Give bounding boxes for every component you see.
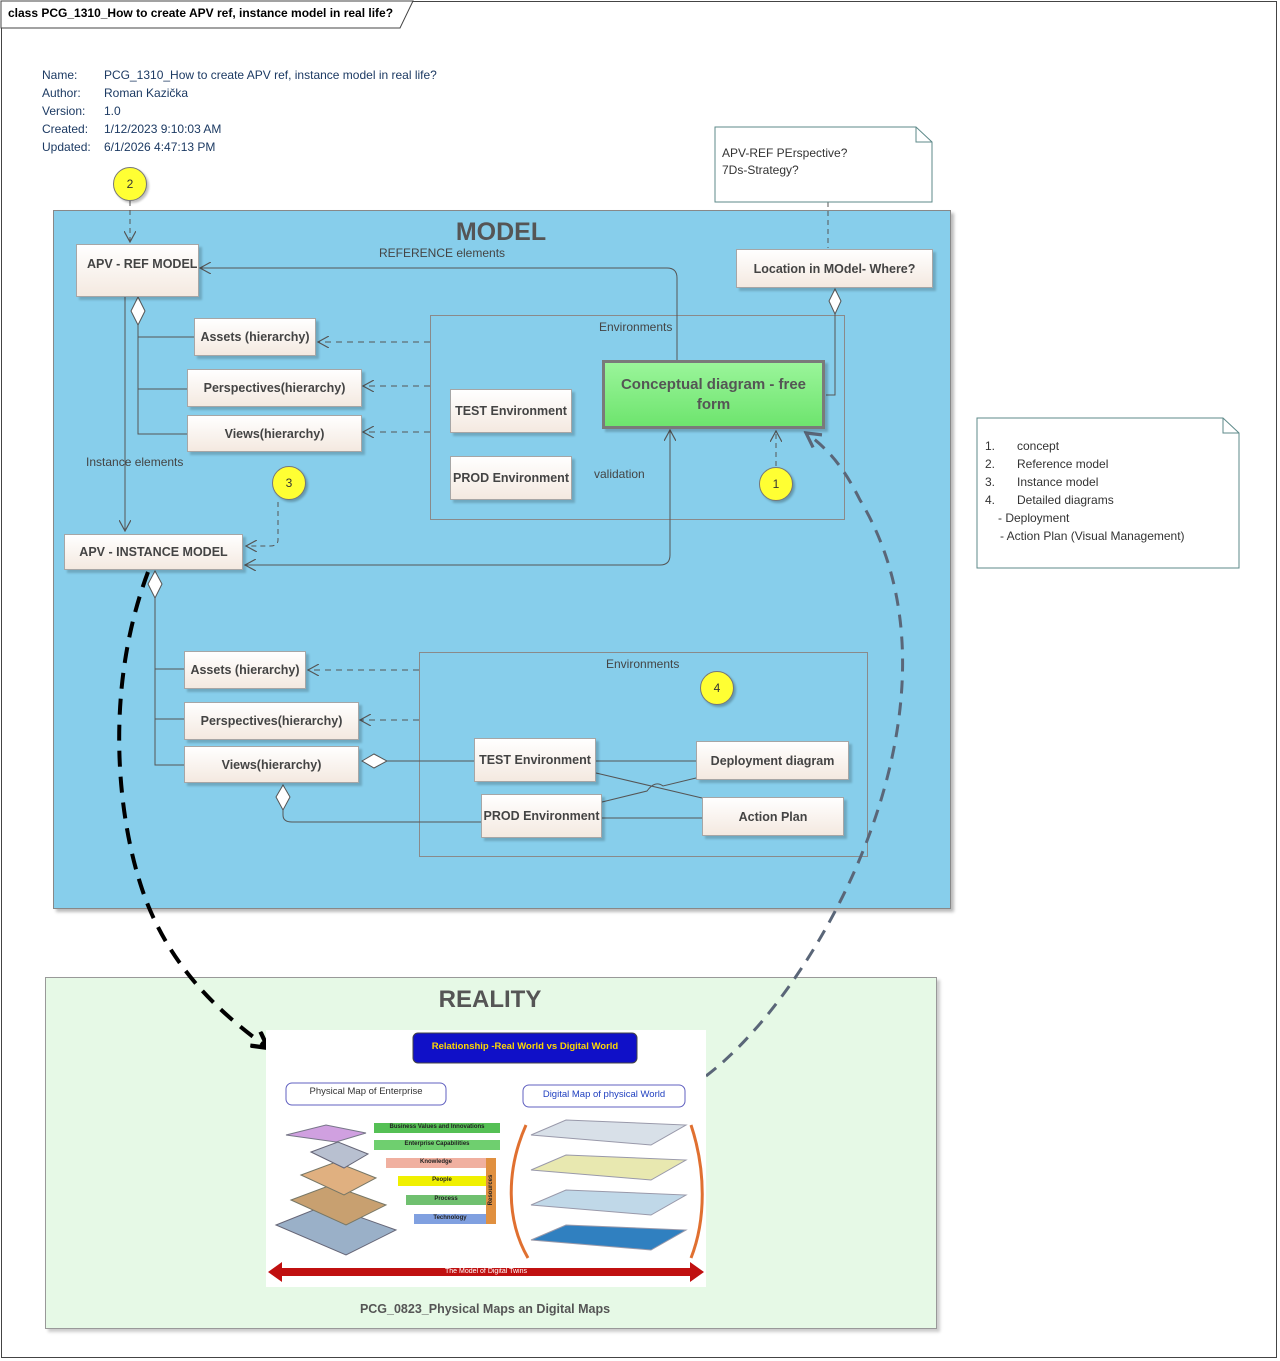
meta-row: Created: 1/12/2023 9:10:03 AM — [42, 120, 437, 138]
legend-number: 1. — [985, 439, 996, 453]
legend-item: 2. Reference model — [985, 455, 1185, 473]
badge-4: 4 — [700, 671, 734, 705]
legend-sub-item: - Deployment — [998, 511, 1070, 525]
lower-test-environment[interactable]: TEST Environment — [474, 738, 596, 782]
legend-number: 4. — [985, 493, 996, 507]
meta-key: Version: — [42, 104, 86, 118]
legend-item: 1. concept — [985, 437, 1185, 455]
apv-instance-model[interactable]: APV - INSTANCE MODEL — [64, 534, 243, 570]
badge-3: 3 — [272, 466, 306, 500]
validation-link — [245, 430, 670, 566]
instance-diamond — [147, 569, 163, 600]
meta-row: Author: Roman Kazička — [42, 84, 437, 102]
lower-prod-environment[interactable]: PROD Environment — [481, 794, 602, 838]
validation-label: validation — [594, 467, 645, 481]
maps-banner: Relationship -Real World vs Digital Worl… — [431, 1041, 619, 1052]
maps-illustration — [268, 1032, 704, 1282]
views-test-diamond — [361, 753, 389, 769]
layer-label: Process — [434, 1196, 458, 1202]
meta-row: Updated: 6/1/2026 4:47:13 PM — [42, 138, 437, 156]
meta-value: PCG_1310_How to create APV ref, instance… — [104, 68, 437, 82]
deployment-diagram[interactable]: Deployment diagram — [696, 741, 849, 780]
meta-row: Version: 1.0 — [42, 102, 437, 120]
legend-text: Reference model — [1017, 457, 1109, 471]
ref-hierarchy-trunk — [137, 325, 194, 435]
physical-map-title: Physical Map of Enterprise — [309, 1086, 423, 1097]
upper-views-hierarchy[interactable]: Views(hierarchy) — [187, 415, 362, 452]
conceptual-diagram[interactable]: Conceptual diagram - free form — [602, 360, 825, 429]
perspective-note[interactable]: APV-REF PErspective? 7Ds-Strategy? — [722, 145, 847, 179]
image-caption: PCG_0823_Physical Maps an Digital Maps — [359, 1302, 611, 1316]
legend-number: 2. — [985, 457, 996, 471]
action-plan[interactable]: Action Plan — [702, 797, 844, 836]
reality-to-concept-link — [705, 433, 905, 1078]
meta-value: 6/1/2026 4:47:13 PM — [104, 140, 216, 154]
legend-item: 4. Detailed diagrams — [985, 491, 1185, 509]
upper-perspectives-hierarchy[interactable]: Perspectives(hierarchy) — [187, 369, 362, 407]
badge-2: 2 — [113, 167, 147, 201]
perspective-note-line: APV-REF PErspective? — [722, 146, 848, 160]
upper-environments-frame[interactable] — [430, 315, 845, 520]
reference-elements-label: REFERENCE elements — [379, 246, 506, 260]
reality-title: REALITY — [438, 986, 542, 1013]
badge-1: 1 — [759, 467, 793, 501]
meta-key: Updated: — [42, 140, 91, 154]
legend-item: 3. Instance model — [985, 473, 1185, 491]
concept-location-link — [826, 314, 836, 396]
legend-sub-item: - Action Plan (Visual Management) — [1000, 529, 1185, 543]
instance-elements-label: Instance elements — [86, 455, 184, 469]
digital-map-title: Digital Map of physical World — [542, 1089, 666, 1100]
meta-key: Name: — [42, 68, 78, 82]
legend-note[interactable]: 1. concept 2. Reference model 3. Instance m… — [985, 437, 1185, 545]
legend-text: Detailed diagrams — [1017, 493, 1114, 507]
upper-assets-hierarchy[interactable]: Assets (hierarchy) — [194, 318, 316, 356]
views-prod-diamond — [275, 784, 291, 812]
diagram-metadata: Name: PCG_1310_How to create APV ref, ins… — [42, 66, 437, 156]
layer-label: Enterprise Capabilities — [404, 1141, 470, 1147]
perspective-note-line: 7Ds-Strategy? — [722, 163, 799, 177]
location-diamond — [828, 287, 842, 316]
meta-key: Created: — [42, 122, 89, 136]
test-actionplan-link — [595, 772, 703, 799]
instance-to-reality-link — [117, 571, 268, 1048]
lower-environments-frame[interactable] — [419, 652, 868, 857]
meta-value: Roman Kazička — [104, 86, 189, 100]
lower-views-hierarchy[interactable]: Views(hierarchy) — [184, 746, 359, 783]
legend-text: Instance model — [1017, 475, 1099, 489]
meta-value: 1/12/2023 9:10:03 AM — [104, 122, 222, 136]
layer-label: Technology — [433, 1215, 467, 1221]
layer-label: Knowledge — [419, 1159, 452, 1165]
diagram-title: class PCG_1310_How to create APV ref, in… — [8, 6, 394, 20]
diagram-tab — [0, 0, 414, 29]
upper-prod-environment[interactable]: PROD Environment — [450, 456, 572, 500]
legend-note-shape — [976, 417, 1240, 569]
perspective-note-shape — [714, 126, 933, 203]
legend-number: 3. — [985, 475, 996, 489]
badge3-link — [246, 502, 279, 546]
layer-label: Business Values and Innovations — [389, 1124, 485, 1130]
legend-text: concept — [1017, 439, 1060, 453]
meta-row: Name: PCG_1310_How to create APV ref, ins… — [42, 66, 437, 84]
meta-key: Author: — [42, 86, 81, 100]
resources-label: Resources — [488, 1174, 494, 1206]
lower-perspectives-hierarchy[interactable]: Perspectives(hierarchy) — [184, 702, 359, 740]
lower-environments-label: Environments — [606, 657, 680, 671]
ref-diamond — [130, 295, 146, 327]
meta-value: 1.0 — [104, 104, 121, 118]
bottom-arrow-label: The Model of Digital Twins — [445, 1268, 527, 1275]
upper-test-environment[interactable]: TEST Environment — [450, 389, 572, 433]
instance-hierarchy-trunk — [154, 598, 184, 766]
prod-deployment-link — [601, 777, 697, 803]
physical-digital-maps-image[interactable]: Relationship -Real World vs Digital Worl… — [266, 1030, 706, 1287]
apv-ref-model[interactable]: APV - REF MODEL — [76, 244, 199, 297]
layer-label: People — [432, 1177, 452, 1183]
views-prod-link — [282, 810, 481, 823]
lower-assets-hierarchy[interactable]: Assets (hierarchy) — [184, 651, 306, 689]
reference-elements-link — [200, 268, 678, 360]
model-title: MODEL — [455, 218, 547, 246]
location-in-model[interactable]: Location in MOdel- Where? — [736, 249, 933, 288]
upper-environments-label: Environments — [599, 320, 673, 334]
